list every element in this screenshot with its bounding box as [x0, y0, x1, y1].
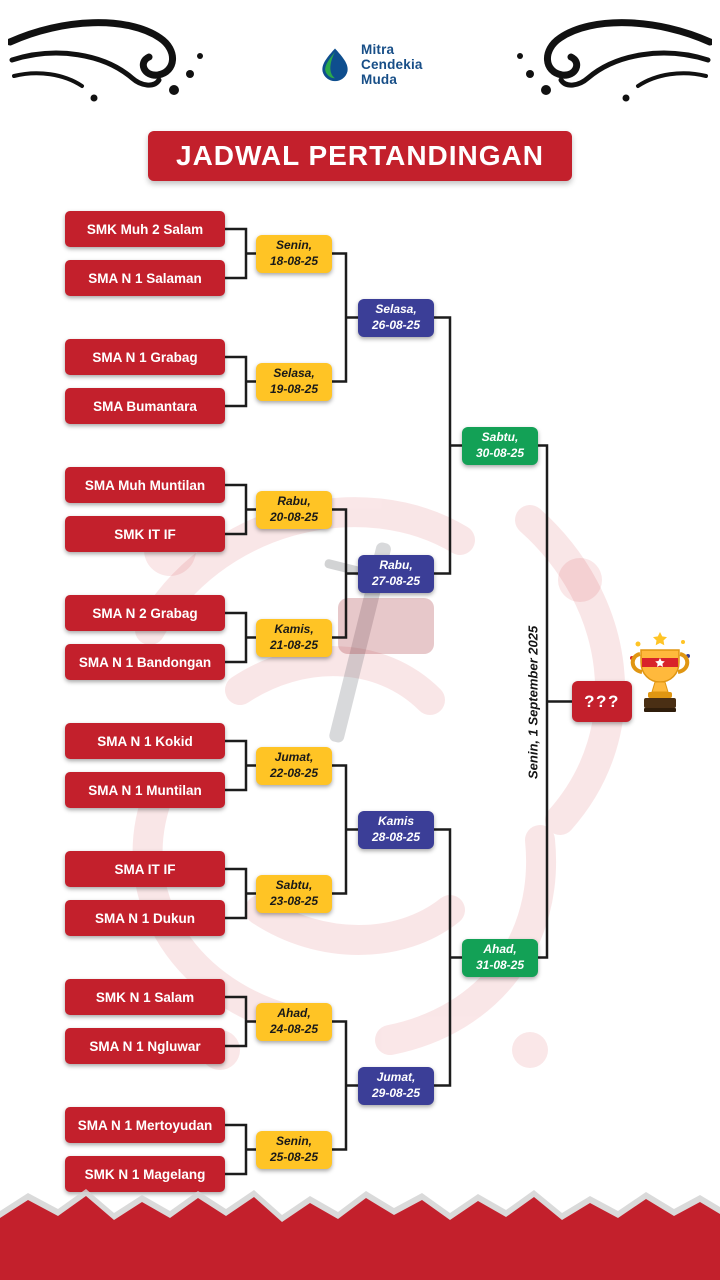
match-day: Kamis — [377, 814, 415, 829]
match-day: Sabtu, — [481, 430, 519, 445]
emblem-watermark — [338, 598, 434, 654]
torn-paper-edge — [0, 1189, 720, 1280]
match-day: Rabu, — [277, 494, 311, 509]
logo: Mitra Cendekia Muda — [316, 42, 423, 87]
logo-line-3: Muda — [361, 72, 398, 88]
team-box: SMK N 1 Magelang — [65, 1156, 225, 1192]
round2-date-box: Selasa, 26-08-25 — [358, 299, 434, 337]
match-date: 24-08-25 — [269, 1022, 319, 1036]
match-date: 31-08-25 — [475, 958, 525, 972]
team-box: SMA N 1 Kokid — [65, 723, 225, 759]
match-day: Ahad, — [277, 1006, 311, 1021]
team-box: SMA Muh Muntilan — [65, 467, 225, 503]
team-box: SMK N 1 Salam — [65, 979, 225, 1015]
match-day: Selasa, — [273, 366, 315, 381]
round1-date-box: Jumat, 22-08-25 — [256, 747, 332, 785]
round1-date-box: Sabtu, 23-08-25 — [256, 875, 332, 913]
final-date-text: Senin, 1 September 2025 — [525, 625, 541, 779]
round2-date-box: Jumat, 29-08-25 — [358, 1067, 434, 1105]
trophy-icon — [630, 632, 690, 712]
match-date: 29-08-25 — [371, 1086, 421, 1100]
match-day: Jumat, — [376, 1070, 416, 1085]
match-day: Kamis, — [274, 622, 314, 637]
match-day: Jumat, — [274, 750, 314, 765]
team-box: SMA N 1 Ngluwar — [65, 1028, 225, 1064]
match-day: Ahad, — [483, 942, 517, 957]
round1-date-box: Senin, 25-08-25 — [256, 1131, 332, 1169]
team-box: SMK Muh 2 Salam — [65, 211, 225, 247]
match-date: 30-08-25 — [475, 446, 525, 460]
team-box: SMA Bumantara — [65, 388, 225, 424]
match-date: 28-08-25 — [371, 830, 421, 844]
match-day: Senin, — [275, 238, 312, 253]
round2-date-box: Rabu, 27-08-25 — [358, 555, 434, 593]
page-title: JADWAL PERTANDINGAN — [148, 131, 572, 181]
match-date: 20-08-25 — [269, 510, 319, 524]
match-day: Sabtu, — [275, 878, 313, 893]
match-date: 25-08-25 — [269, 1150, 319, 1164]
match-date: 21-08-25 — [269, 638, 319, 652]
round1-date-box: Selasa, 19-08-25 — [256, 363, 332, 401]
final-winner-box: ??? — [572, 681, 632, 722]
match-date: 19-08-25 — [269, 382, 319, 396]
team-box: SMK IT IF — [65, 516, 225, 552]
logo-drop-icon — [322, 48, 348, 81]
semifinal-date-box: Ahad, 31-08-25 — [462, 939, 538, 977]
team-box: SMA N 1 Bandongan — [65, 644, 225, 680]
logo-line-1: Mitra — [361, 42, 395, 57]
team-box: SMA N 1 Grabag — [65, 339, 225, 375]
match-day: Selasa, — [375, 302, 417, 317]
semifinal-date-box: Sabtu, 30-08-25 — [462, 427, 538, 465]
match-date: 22-08-25 — [269, 766, 319, 780]
logo-text: Mitra Cendekia Muda — [361, 42, 423, 87]
corner-flourish-left-icon — [8, 19, 203, 102]
round1-date-box: Senin, 18-08-25 — [256, 235, 332, 273]
team-box: SMA IT IF — [65, 851, 225, 887]
match-date: 27-08-25 — [371, 574, 421, 588]
match-day: Senin, — [275, 1134, 312, 1149]
team-box: SMA N 1 Muntilan — [65, 772, 225, 808]
round1-date-box: Rabu, 20-08-25 — [256, 491, 332, 529]
match-date: 23-08-25 — [269, 894, 319, 908]
round1-date-box: Ahad, 24-08-25 — [256, 1003, 332, 1041]
team-box: SMA N 1 Salaman — [65, 260, 225, 296]
round2-date-box: Kamis 28-08-25 — [358, 811, 434, 849]
match-date: 26-08-25 — [371, 318, 421, 332]
round1-date-box: Kamis, 21-08-25 — [256, 619, 332, 657]
match-day: Rabu, — [379, 558, 413, 573]
corner-flourish-right-icon — [517, 19, 712, 102]
logo-line-2: Cendekia — [361, 57, 423, 73]
team-box: SMA N 1 Dukun — [65, 900, 225, 936]
match-date: 18-08-25 — [269, 254, 319, 268]
team-box: SMA N 2 Grabag — [65, 595, 225, 631]
team-box: SMA N 1 Mertoyudan — [65, 1107, 225, 1143]
